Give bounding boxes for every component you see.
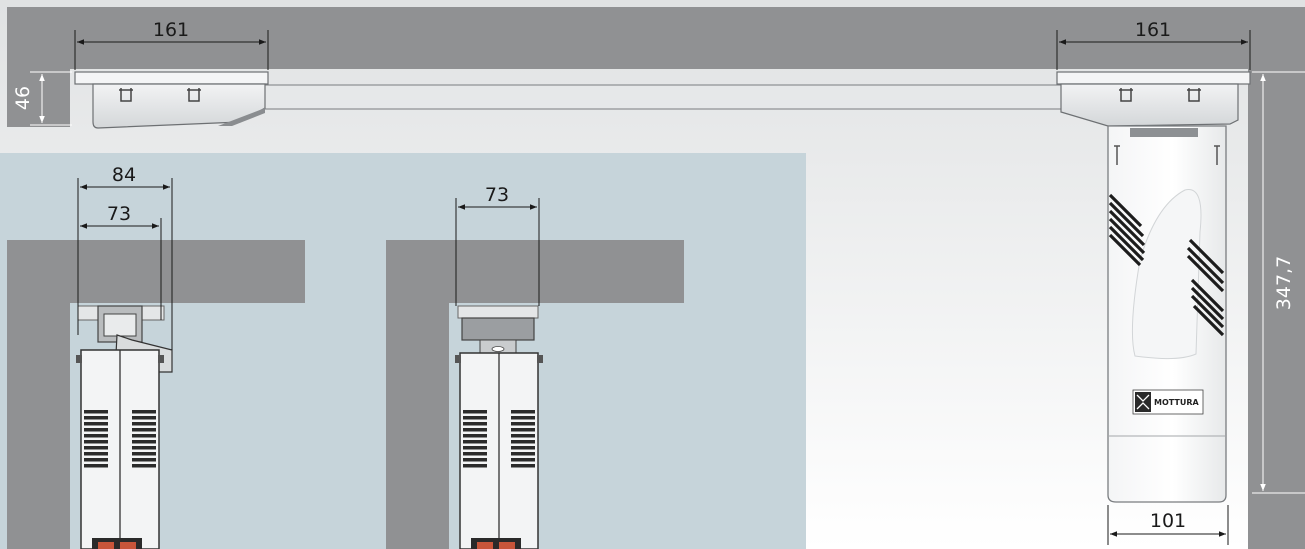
dim-middle-label: 73 <box>485 184 509 206</box>
left-bolt-1 <box>119 88 133 102</box>
middle-body-screw-l <box>455 355 461 363</box>
dim-top-left-label: 161 <box>153 19 189 41</box>
dim-body-length-label: 347,7 <box>1273 256 1295 310</box>
left-body-screw-l <box>76 355 82 363</box>
left-ceiling-section <box>7 240 305 549</box>
logo-mark-lines <box>1136 394 1150 410</box>
right-bolt-2 <box>1187 88 1201 102</box>
mottura-logo-text: MOTTURA <box>1154 398 1200 407</box>
left-connector-pin-1 <box>98 542 114 549</box>
dimension-body-width: 101 <box>1107 505 1229 545</box>
dimension-left-outer: 84 <box>77 164 173 350</box>
middle-carriage-plate <box>457 305 539 319</box>
ceiling-backdrop <box>7 7 1305 69</box>
dim-top-right-label: 161 <box>1135 19 1171 41</box>
dimension-top-left: 161 <box>74 19 269 70</box>
right-mounting-plate <box>1056 71 1251 85</box>
rail-beam <box>264 84 1064 110</box>
dimension-rail-height: 46 <box>12 71 72 126</box>
left-bolt-2 <box>187 88 201 102</box>
left-mounting-plate <box>74 71 269 85</box>
body-hinge-right <box>1214 145 1220 165</box>
body-curved-cover <box>1131 189 1202 360</box>
left-connector <box>92 538 142 549</box>
middle-connector-pin-2 <box>499 542 515 549</box>
dim-rail-height-label: 46 <box>12 86 34 110</box>
right-vent-stripes <box>1186 238 1225 337</box>
dim-left-inner-label: 73 <box>107 203 131 225</box>
left-vent-grille-b <box>132 410 156 468</box>
body-length-backdrop <box>1248 69 1305 549</box>
dim-body-width-label: 101 <box>1150 510 1186 532</box>
left-vent-grille-a <box>84 410 108 468</box>
top-rail-assembly <box>74 71 1251 129</box>
mottura-logo: MOTTURA <box>1132 389 1204 415</box>
left-carriage-inner <box>103 313 137 337</box>
dimension-middle: 73 <box>455 184 540 306</box>
rail-height-backdrop <box>7 69 70 127</box>
body-top-slot <box>1130 128 1198 137</box>
middle-carriage-block <box>461 317 535 341</box>
body-hinge-left <box>1114 145 1120 165</box>
middle-body-screw-r <box>537 355 543 363</box>
dimension-top-right: 161 <box>1056 19 1251 70</box>
dimension-body-length: 347,7 <box>1252 71 1305 494</box>
left-vent-stripes <box>1108 193 1146 267</box>
dim-left-outer-label: 84 <box>112 164 136 186</box>
operator-body: MOTTURA <box>1107 125 1227 503</box>
left-connector-pin-2 <box>120 542 136 549</box>
right-bracket-housing <box>1060 83 1239 127</box>
dimension-left-inner: 73 <box>80 203 162 320</box>
middle-vent-grille-b <box>511 410 535 468</box>
middle-ceiling-section <box>386 240 684 549</box>
left-section-view <box>7 240 305 549</box>
middle-carriage-nut <box>491 346 505 352</box>
middle-vent-grille-a <box>463 410 487 468</box>
middle-connector <box>471 538 521 549</box>
middle-connector-pin-1 <box>477 542 493 549</box>
left-body-screw-r <box>158 355 164 363</box>
left-bracket-foot <box>218 108 265 126</box>
middle-section-view <box>386 240 684 549</box>
right-bolt-1 <box>1119 88 1133 102</box>
